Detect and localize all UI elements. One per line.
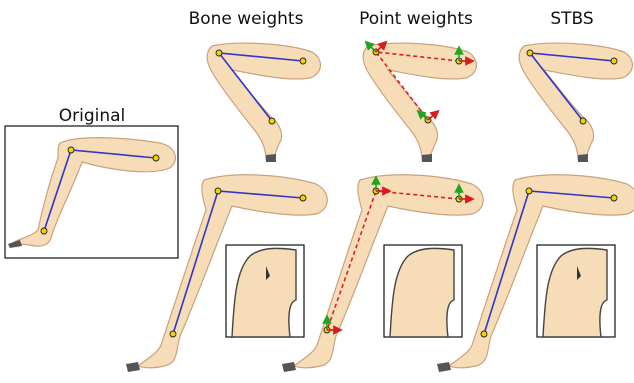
original-joint-hip — [153, 155, 159, 161]
stbs-top — [519, 43, 632, 162]
point-weights-top — [363, 43, 476, 162]
bone-weights-bottom — [126, 175, 327, 372]
original-joint-ankle — [41, 228, 47, 234]
label-point-weights: Point weights — [359, 9, 473, 29]
label-bone-weights: Bone weights — [189, 9, 304, 29]
original-panel — [5, 126, 178, 258]
label-stbs: STBS — [550, 9, 593, 29]
bone-weights-top — [207, 43, 320, 162]
original-joint-knee — [68, 147, 74, 153]
original-leg-shape — [10, 138, 175, 246]
label-original: Original — [59, 106, 126, 126]
